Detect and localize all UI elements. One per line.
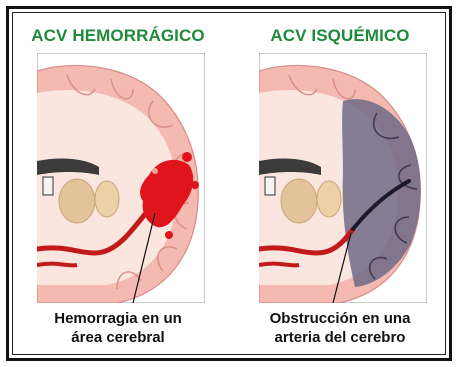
- panel-title-ischemic: ACV ISQUÉMICO: [231, 26, 449, 46]
- panel-ischemic: ACV ISQUÉMICO Obstrucción en una arteria…: [231, 9, 449, 358]
- caption-line-2: área cerebral: [9, 328, 227, 347]
- caption-line-1: Obstrucción en una: [231, 309, 449, 328]
- caption-hemorrhagic: Hemorragia en un área cerebral: [9, 309, 227, 347]
- caption-ischemic: Obstrucción en una arteria del cerebro: [231, 309, 449, 347]
- brain-illustration-hemorrhagic: [37, 53, 205, 303]
- panel-hemorrhagic: ACV HEMORRÁGICO: [9, 9, 227, 358]
- caption-line-1: Hemorragia en un: [9, 309, 227, 328]
- basal-ganglia: [281, 179, 317, 223]
- basal-ganglia: [59, 179, 95, 223]
- panel-title-hemorrhagic: ACV HEMORRÁGICO: [9, 26, 227, 46]
- caption-line-2: arteria del cerebro: [231, 328, 449, 347]
- diagram-frame: ACV HEMORRÁGICO: [6, 6, 452, 361]
- brain-illustration-ischemic: [259, 53, 427, 303]
